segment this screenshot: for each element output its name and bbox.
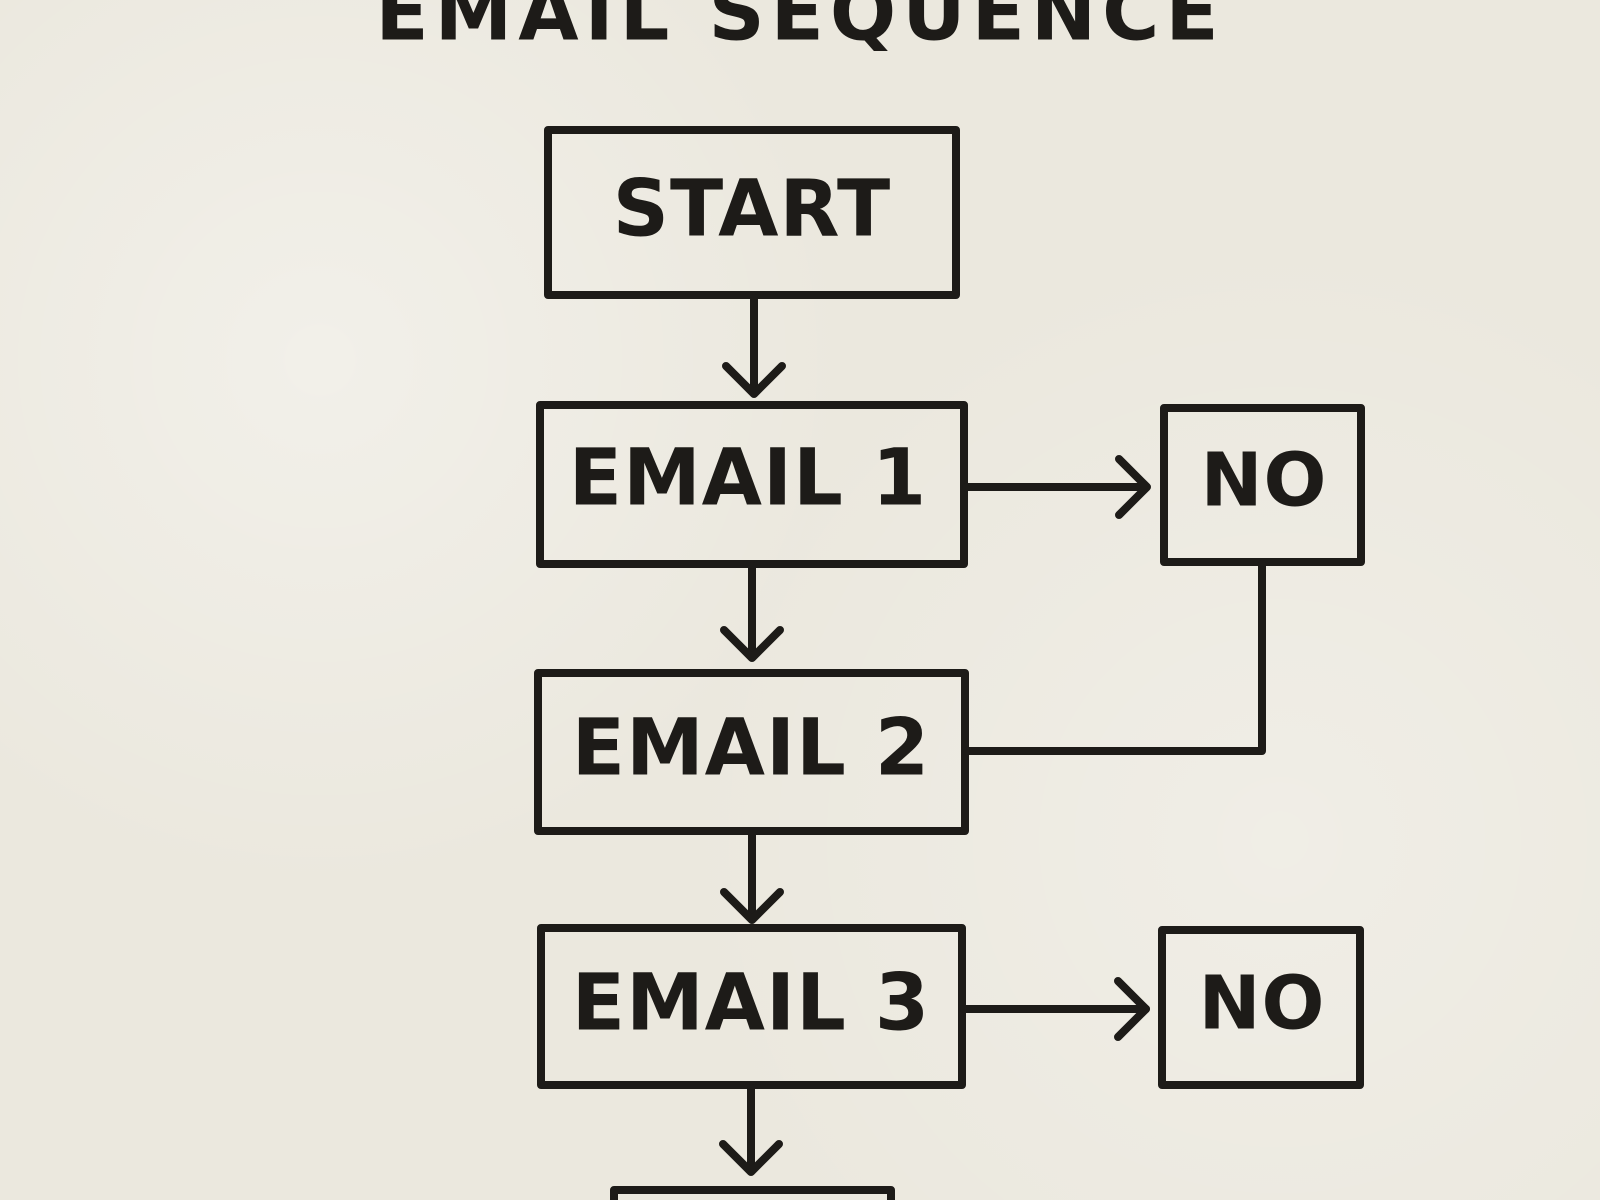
node-email-2-label: EMAIL 2 — [572, 703, 930, 793]
node-no-1: NO — [1160, 404, 1365, 566]
node-no-2-label: NO — [1199, 961, 1326, 1047]
connector-no-1-to-email-2 — [963, 560, 1266, 755]
node-no-1-label: NO — [1201, 438, 1328, 524]
node-start-label: START — [613, 164, 891, 254]
arrow-email-1-to-email-2 — [720, 562, 784, 662]
arrow-email-3-to-next-step — [719, 1084, 783, 1176]
node-email-3-label: EMAIL 3 — [572, 958, 930, 1048]
diagram-title: EMAIL SEQUENCE — [375, 0, 1224, 58]
arrow-email-3-to-no-2 — [960, 977, 1150, 1041]
partial-next-node — [610, 1186, 895, 1200]
node-email-3: EMAIL 3 — [537, 924, 966, 1089]
node-start: START — [544, 126, 960, 299]
node-email-2: EMAIL 2 — [534, 669, 969, 835]
node-email-1: EMAIL 1 — [536, 401, 968, 568]
arrow-email-2-to-email-3 — [720, 829, 784, 924]
node-no-2: NO — [1158, 926, 1364, 1089]
arrow-start-to-email-1 — [722, 294, 786, 398]
arrow-email-1-to-no-1 — [962, 455, 1151, 519]
node-email-1-label: EMAIL 1 — [569, 433, 927, 523]
